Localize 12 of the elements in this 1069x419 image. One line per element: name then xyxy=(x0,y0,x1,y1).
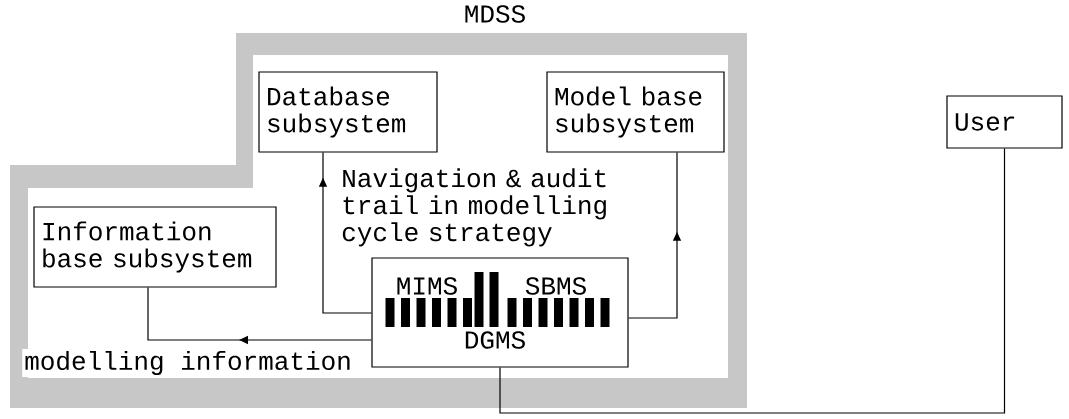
subsystem-box: Information base subsystem xyxy=(33,206,277,288)
subsystem-box: Database subsystem xyxy=(258,71,438,153)
connector-arrow xyxy=(147,287,372,345)
module-label: MIMS xyxy=(397,277,457,295)
band-title: MDSS xyxy=(465,5,525,23)
module-label: DGMS xyxy=(465,331,525,349)
subsystem-box: User xyxy=(946,95,1063,149)
module-label: SBMS xyxy=(525,277,586,295)
connector-arrow xyxy=(318,152,372,314)
annotation-text: Navigation & audit trail in modelling cycle strategy xyxy=(342,168,606,247)
edge-label: modelling information xyxy=(22,348,354,378)
subsystem-box: Model base subsystem xyxy=(546,71,725,153)
